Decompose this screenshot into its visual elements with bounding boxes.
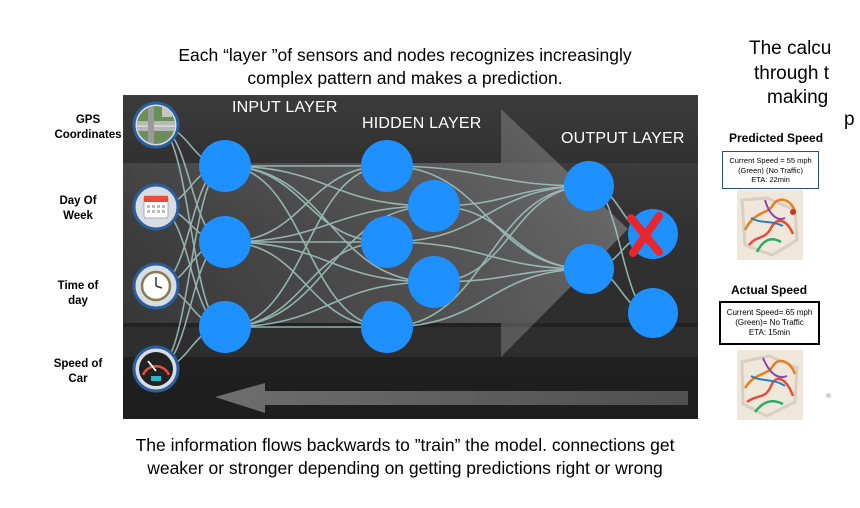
predicted-speed-heading: Predicted Speed: [729, 131, 824, 145]
input-layer-node: [199, 140, 251, 192]
bottom-caption: The information flows backwards to ”trai…: [90, 434, 720, 480]
sensor-label-gps: GPS Coordinates: [54, 114, 122, 141]
side-text-line-3: making: [767, 87, 829, 108]
side-dot: [826, 393, 831, 398]
map-icon: [132, 101, 180, 149]
connection-line: [224, 205, 435, 328]
connection-line: [386, 185, 590, 328]
top-caption-line-1: Each “layer ”of sensors and nodes recogn…: [178, 45, 632, 65]
actual-route-map: [737, 350, 803, 420]
prediction-node: [628, 288, 678, 338]
output-layer-node: [564, 244, 614, 294]
connection-line: [224, 165, 388, 243]
hidden-layer-title: HIDDEN LAYER: [362, 115, 482, 132]
predicted-speed-box: Current Speed = 55 mph (Green) (No Traff…: [722, 151, 819, 189]
actual-speed-heading: Actual Speed: [731, 283, 808, 297]
sensor-label-time-of-day: Time of day: [57, 280, 99, 307]
top-caption-line-2: complex pattern and makes a prediction.: [247, 68, 563, 88]
connection-line: [224, 241, 388, 328]
input-layer-node: [199, 216, 251, 268]
hidden-layer-node: [361, 140, 413, 192]
calendar-icon: [132, 183, 180, 231]
connection-line: [224, 205, 435, 243]
clock-icon: [132, 262, 180, 310]
input-layer-title: INPUT LAYER: [232, 99, 338, 116]
bottom-caption-line-1: The information flows backwards to ”trai…: [135, 435, 675, 455]
hidden-layer-node: [361, 216, 413, 268]
input-layer-node: [199, 301, 251, 353]
side-text-line-2: through t: [754, 63, 829, 84]
sensor-label-speed-of-car: Speed of Car: [53, 358, 103, 385]
connection-line: [224, 165, 435, 207]
connection-line: [224, 281, 435, 328]
neural-network-diagram: [123, 95, 698, 419]
predicted-route-map: [737, 190, 803, 260]
output-layer-node: [564, 161, 614, 211]
nodes: [199, 140, 678, 353]
hidden-layer-node: [361, 301, 413, 353]
output-layer-title: OUTPUT LAYER: [561, 130, 685, 147]
connection-line: [224, 165, 388, 328]
backward-flow-arrow: [215, 383, 688, 413]
side-text-line-4: p: [844, 109, 855, 130]
actual-speed-box: Current Speed= 65 mph (Green)= No Traffi…: [719, 301, 820, 345]
wrong-prediction-mark: [627, 212, 663, 257]
connection-line: [386, 268, 590, 328]
speedometer-icon: [132, 345, 180, 393]
top-caption: Each “layer ”of sensors and nodes recogn…: [120, 44, 690, 90]
hidden-layer-node: [408, 180, 460, 232]
connection-line: [386, 185, 590, 243]
bottom-caption-line-2: weaker or stronger depending on getting …: [147, 458, 663, 478]
hidden-layer-node: [408, 256, 460, 308]
sensor-label-day-of-week: Day Of Week: [59, 195, 97, 222]
side-text-line-1: The calcu: [749, 38, 832, 59]
connection-line: [386, 165, 590, 187]
